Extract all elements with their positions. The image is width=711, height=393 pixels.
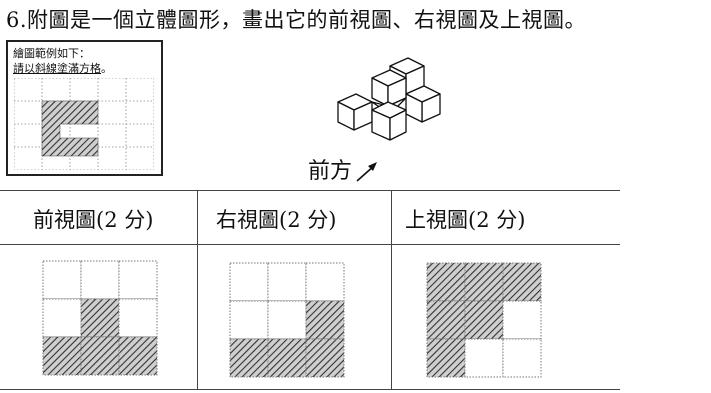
empty-cell xyxy=(229,262,269,302)
front-direction-label: 前方 xyxy=(308,159,353,184)
top-view-grid xyxy=(426,262,542,378)
front-arrow-icon xyxy=(356,162,377,182)
empty-cell xyxy=(267,300,307,340)
shaded-cell xyxy=(426,338,466,378)
empty-cell xyxy=(42,298,82,338)
table-top-rule xyxy=(0,190,620,191)
shaded-cell xyxy=(80,298,120,338)
empty-cell xyxy=(80,260,120,300)
right-view-header: 右視圖(2 分) xyxy=(216,208,337,232)
example-instruction-2: 請以斜線塗滿方格。 xyxy=(13,60,112,76)
empty-cell xyxy=(267,262,307,302)
front-view-header: 前視圖(2 分) xyxy=(33,208,154,232)
shaded-cell xyxy=(229,338,269,378)
empty-cell xyxy=(42,260,82,300)
empty-cell xyxy=(464,338,504,378)
top-view-header: 上視圖(2 分) xyxy=(405,208,526,232)
shaded-cell xyxy=(464,300,504,340)
empty-cell xyxy=(502,300,542,340)
example-instruction-1: 繪圖範例如下： xyxy=(13,47,90,60)
shaded-cell xyxy=(42,336,82,376)
table-divider-1 xyxy=(197,190,198,390)
shaded-cell xyxy=(305,338,345,378)
example-prefix: 請以 xyxy=(13,62,35,75)
shaded-cell xyxy=(502,262,542,302)
table-header-rule xyxy=(0,244,620,245)
table-divider-2 xyxy=(391,190,392,390)
example-suffix: 。 xyxy=(101,62,112,75)
shaded-cell xyxy=(118,336,158,376)
shaded-cell xyxy=(80,336,120,376)
example-hatched-c-shape xyxy=(41,100,99,157)
example-box: 繪圖範例如下： 請以斜線塗滿方格。 xyxy=(6,40,163,176)
question-text: 6.附圖是一個立體圖形，畫出它的前視圖、右視圖及上視圖。 xyxy=(6,8,587,32)
shaded-cell xyxy=(426,300,466,340)
empty-cell xyxy=(229,300,269,340)
shaded-cell xyxy=(267,338,307,378)
shaded-cell xyxy=(464,262,504,302)
right-view-grid xyxy=(229,262,345,378)
front-view-grid xyxy=(42,260,158,376)
shaded-cell xyxy=(305,300,345,340)
example-grid xyxy=(14,78,154,170)
isometric-cube-figure xyxy=(337,57,441,141)
empty-cell xyxy=(118,298,158,338)
example-emphasis: 斜線塗滿方格 xyxy=(35,62,101,75)
empty-cell xyxy=(502,338,542,378)
shaded-cell xyxy=(426,262,466,302)
empty-cell xyxy=(118,260,158,300)
table-bottom-rule xyxy=(0,389,620,390)
empty-cell xyxy=(305,262,345,302)
